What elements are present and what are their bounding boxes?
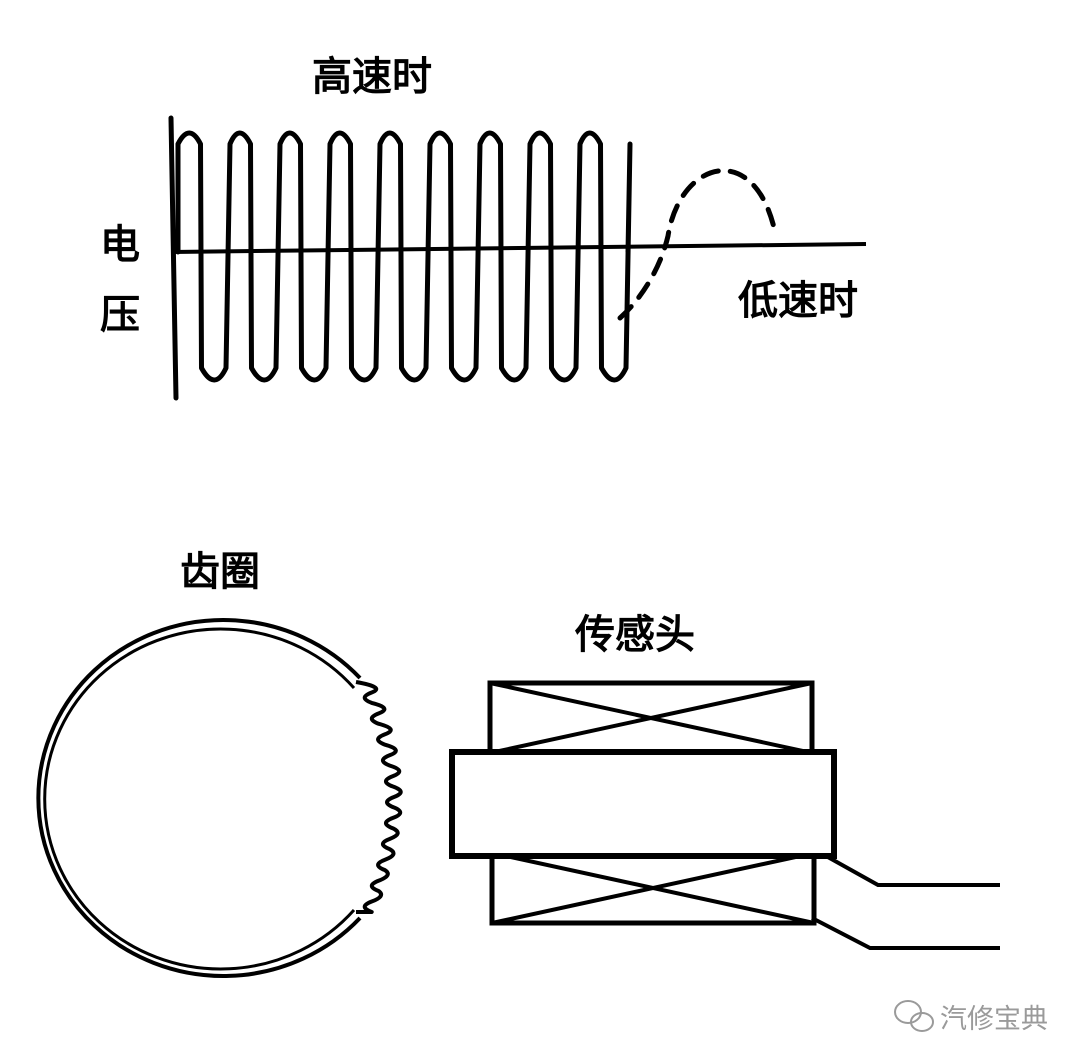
voltage-axis-line bbox=[168, 115, 179, 401]
watermark-text: 汽修宝典 bbox=[940, 1004, 1048, 1035]
low-speed-waveform bbox=[617, 168, 778, 321]
high-speed-label: 高速时 bbox=[312, 54, 432, 100]
wechat-icon bbox=[894, 1000, 934, 1032]
zero-baseline bbox=[171, 242, 867, 254]
sensor-section: 传感头 bbox=[449, 612, 1000, 950]
high-speed-waveform bbox=[175, 130, 633, 383]
sensor-magnetic-core bbox=[449, 749, 837, 859]
sensor-lead-wire-1 bbox=[825, 854, 1000, 887]
voltage-axis-label-1: 电 bbox=[100, 222, 140, 268]
gear-ring-section: 齿圈 bbox=[36, 549, 403, 978]
waveform-section: 高速时 电 压 低速时 bbox=[100, 54, 867, 401]
sensor-head-label: 传感头 bbox=[574, 612, 695, 658]
gear-ring-label: 齿圈 bbox=[180, 549, 260, 595]
upper-coil-cross-2 bbox=[489, 681, 813, 755]
gear-ring-outer-arc bbox=[36, 618, 362, 978]
gear-ring-inner-arc bbox=[43, 627, 356, 971]
sensor-lead-wire-2 bbox=[811, 916, 1000, 950]
voltage-axis-label-2: 压 bbox=[100, 292, 140, 338]
gear-teeth bbox=[355, 680, 403, 914]
lower-coil-cross-2 bbox=[491, 851, 815, 925]
watermark: 汽修宝典 bbox=[894, 1000, 1048, 1035]
low-speed-label: 低速时 bbox=[738, 278, 858, 324]
